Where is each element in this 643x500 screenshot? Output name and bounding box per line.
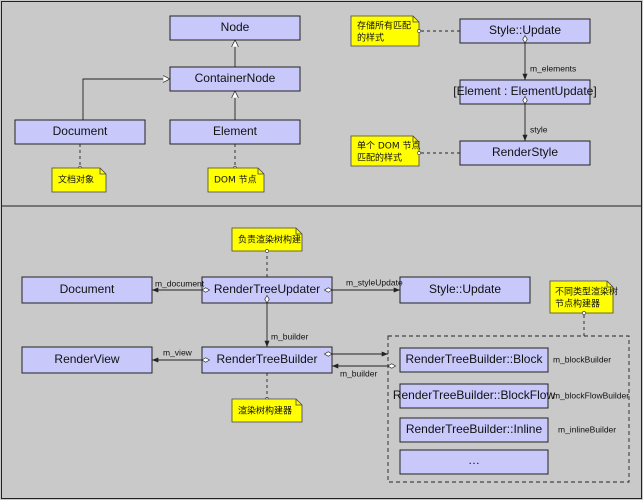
note-builder-role: 渲染树构建器 (231, 398, 303, 423)
svg-text:RenderView: RenderView (54, 352, 119, 366)
label-style: style (530, 124, 548, 134)
label-m-builder-back: m_builder (340, 368, 377, 378)
svg-text:Document: Document (53, 124, 108, 138)
svg-text:存储所有匹配: 存储所有匹配 (357, 20, 411, 32)
svg-text:节点构建器: 节点构建器 (555, 298, 600, 310)
class-style-update-bottom[interactable]: Style::Update (399, 276, 531, 304)
svg-text:RenderTreeBuilder::BlockFlow: RenderTreeBuilder::BlockFlow (393, 388, 556, 402)
note-style-store: 存储所有匹配 的样式 (350, 15, 420, 47)
svg-text:[Element : ElementUpdate]: [Element : ElementUpdate] (453, 84, 596, 98)
class-container-node[interactable]: ContainerNode (169, 66, 301, 92)
class-node[interactable]: Node (169, 15, 301, 41)
svg-text:Node: Node (221, 20, 250, 34)
svg-text:Element: Element (213, 124, 258, 138)
svg-text:负责渲染树构建: 负责渲染树构建 (238, 234, 301, 246)
svg-text:DOM 节点: DOM 节点 (214, 175, 257, 186)
note-doc-object: 文档对象 (51, 167, 107, 193)
svg-text:RenderTreeBuilder::Inline: RenderTreeBuilder::Inline (406, 422, 543, 436)
label-m-block-flow-builder: m_blockFlowBuilder (553, 390, 629, 400)
class-document-top[interactable]: Document (14, 119, 146, 145)
class-rtb-more[interactable]: … (399, 449, 549, 475)
label-m-inline-builder: m_inlineBuilder (558, 424, 616, 434)
svg-text:…: … (468, 453, 480, 467)
svg-text:Style::Update: Style::Update (489, 23, 561, 37)
sub-builders-group (387, 335, 630, 483)
class-element-update-map[interactable]: [Element : ElementUpdate] (453, 79, 597, 105)
svg-text:RenderTreeBuilder: RenderTreeBuilder (217, 352, 318, 366)
note-single-dom-style: 单个 DOM 节点 匹配的样式 (350, 135, 421, 167)
svg-text:的样式: 的样式 (357, 32, 384, 44)
svg-text:RenderTreeBuilder::Block: RenderTreeBuilder::Block (406, 352, 544, 366)
note-updater-role: 负责渲染树构建 (231, 227, 303, 252)
class-render-style[interactable]: RenderStyle (459, 140, 591, 166)
class-element[interactable]: Element (169, 119, 301, 145)
class-render-view[interactable]: RenderView (21, 346, 153, 374)
edge-document-inherits-containernode (82, 79, 170, 120)
svg-text:Style::Update: Style::Update (429, 282, 501, 296)
class-render-tree-builder[interactable]: RenderTreeBuilder (201, 346, 333, 374)
class-style-update-top[interactable]: Style::Update (459, 18, 591, 44)
class-document-bottom[interactable]: Document (21, 276, 153, 304)
class-rtb-inline[interactable]: RenderTreeBuilder::Inline (399, 417, 549, 443)
class-rtb-block-flow[interactable]: RenderTreeBuilder::BlockFlow (393, 383, 556, 409)
label-m-block-builder: m_blockBuilder (553, 354, 611, 364)
note-sub-builders: 不同类型渲染树 节点构建器 (549, 280, 618, 314)
label-m-view: m_view (163, 347, 193, 357)
svg-text:匹配的样式: 匹配的样式 (357, 152, 402, 164)
class-render-tree-updater[interactable]: RenderTreeUpdater (201, 276, 333, 304)
svg-text:Document: Document (60, 282, 115, 296)
svg-text:文档对象: 文档对象 (58, 174, 94, 186)
svg-text:单个 DOM 节点: 单个 DOM 节点 (357, 140, 421, 152)
svg-text:不同类型渲染树: 不同类型渲染树 (555, 286, 618, 298)
svg-text:ContainerNode: ContainerNode (195, 71, 276, 85)
svg-text:渲染树构建器: 渲染树构建器 (238, 405, 292, 417)
label-m-elements: m_elements (530, 63, 576, 73)
label-m-document: m_document (155, 278, 205, 288)
svg-text:RenderTreeUpdater: RenderTreeUpdater (214, 282, 320, 296)
note-dom-node: DOM 节点 (207, 167, 265, 193)
svg-text:RenderStyle: RenderStyle (492, 145, 558, 159)
class-rtb-block[interactable]: RenderTreeBuilder::Block (399, 347, 549, 373)
label-m-builder-down: m_builder (271, 331, 308, 341)
label-m-style-update: m_styleUpdate (346, 277, 403, 287)
